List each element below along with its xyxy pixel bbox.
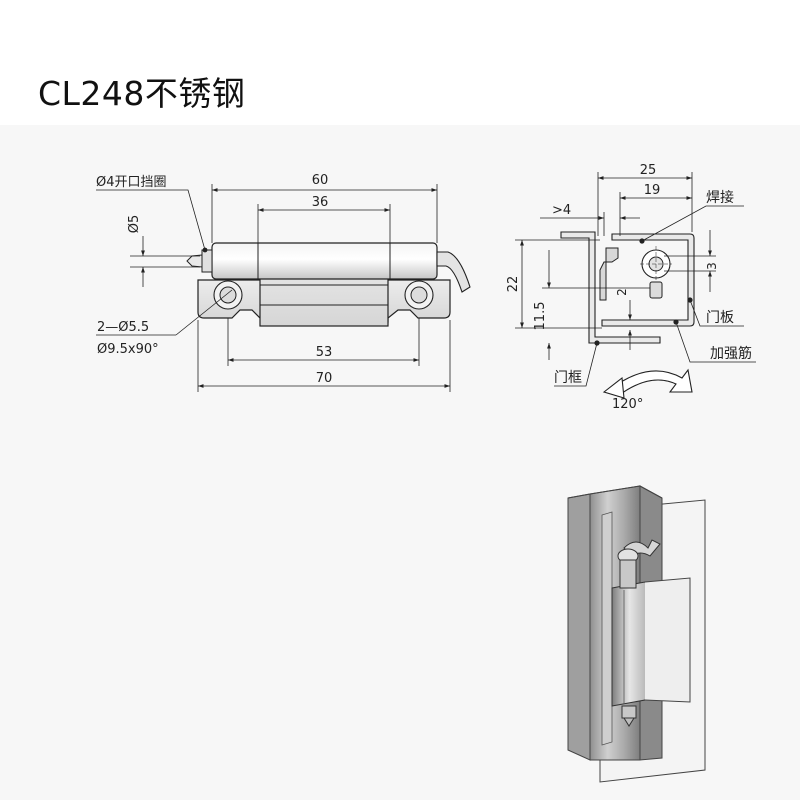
pin-end (186, 254, 203, 268)
pin-end-side (649, 281, 663, 299)
isometric-view (567, 485, 706, 783)
label-door-frame: 门框 (554, 370, 582, 386)
hinge-leaf-section (599, 247, 619, 301)
door-panel-profile (601, 233, 695, 327)
dim-11-5: 11.5 (533, 302, 548, 331)
front-view: 60 36 53 70 Ø5 Ø4开口挡圈 2—Ø5.5 Ø9.5x90° (96, 173, 471, 392)
label-door-panel: 门板 (706, 310, 734, 326)
page-title: CL248不锈钢 (38, 74, 246, 113)
dim-36: 36 (312, 195, 329, 210)
dim-25: 25 (640, 163, 657, 178)
dim-70: 70 (316, 371, 333, 386)
dim-gt4: >4 (552, 203, 571, 218)
dim-19: 19 (644, 183, 661, 198)
label-snap-ring: Ø4开口挡圈 (96, 175, 167, 190)
frame-channel-3d (567, 493, 591, 761)
label-hole-spec: 2—Ø5.5 (97, 320, 149, 335)
label-countersink: Ø9.5x90° (97, 342, 159, 357)
label-angle: 120° (612, 397, 643, 412)
snap-ring (201, 249, 213, 273)
dim-53: 53 (316, 345, 333, 360)
label-weld: 焊接 (706, 189, 734, 206)
dim-2: 2 (615, 288, 629, 296)
bent-pin (436, 251, 471, 293)
hinge-barrel (211, 242, 438, 280)
door-frame-profile (560, 231, 661, 344)
title-band (0, 0, 800, 125)
dim-3: 3 (705, 262, 719, 270)
dim-60: 60 (312, 173, 329, 188)
side-view: 25 19 >4 22 11.5 2 3 焊接 门板 加强筋 (506, 163, 756, 412)
dim-pin-dia: Ø5 (127, 215, 142, 234)
dim-22: 22 (506, 276, 521, 293)
label-reinforcement: 加强筋 (710, 345, 752, 362)
rotation-arrow (611, 368, 693, 397)
